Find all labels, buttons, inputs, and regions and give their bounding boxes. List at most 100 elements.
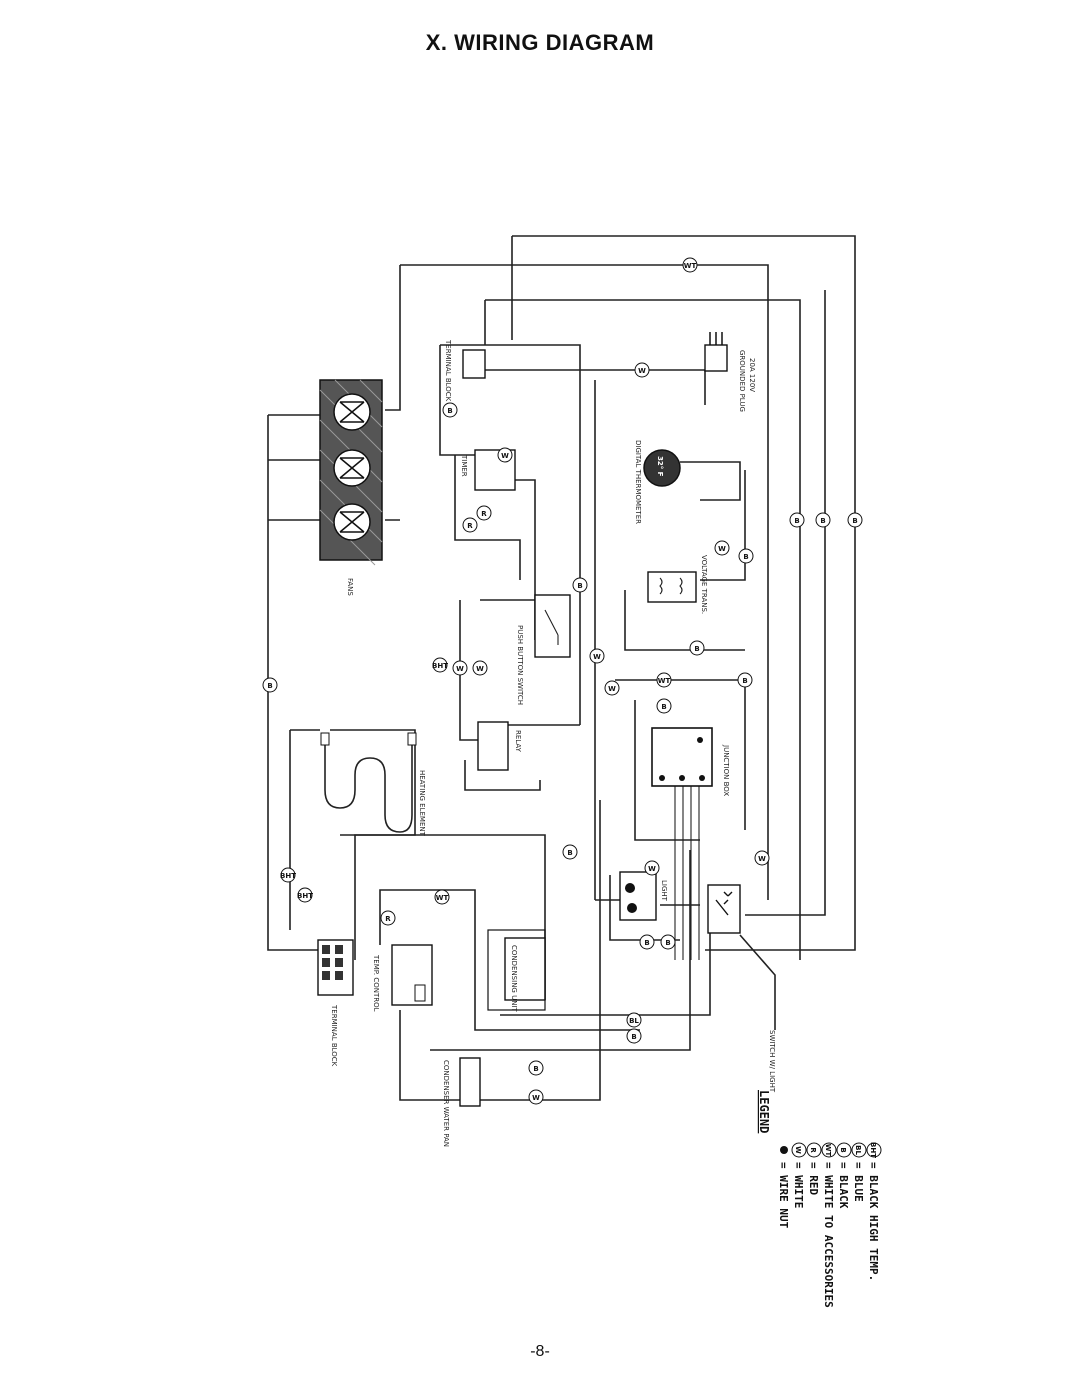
svg-text:WT: WT bbox=[436, 894, 449, 902]
page-number: -8- bbox=[530, 1343, 550, 1360]
wire-trans bbox=[624, 470, 746, 651]
svg-text:B: B bbox=[694, 645, 699, 653]
terminal-block-top bbox=[462, 349, 486, 379]
svg-text:WT: WT bbox=[658, 677, 671, 685]
svg-text:BL: BL bbox=[629, 1017, 639, 1025]
fan-icon bbox=[333, 449, 371, 487]
svg-text:B: B bbox=[533, 1065, 538, 1073]
svg-text:R: R bbox=[385, 915, 391, 923]
wire-tag: B bbox=[572, 577, 588, 593]
wire-tag: W bbox=[714, 540, 730, 556]
wire-tag: R bbox=[462, 517, 478, 533]
push-button-switch bbox=[534, 594, 571, 658]
grounded-plug-label: GROUNDED PLUG bbox=[738, 350, 746, 412]
wire-tag: B bbox=[737, 672, 753, 688]
svg-text:BHT: BHT bbox=[869, 1142, 877, 1158]
wire-tag: BL bbox=[626, 1012, 642, 1028]
voltage-transformer bbox=[647, 571, 697, 603]
wire-tag: W bbox=[604, 680, 620, 696]
voltage-trans-label: VOLTAGE TRANS. bbox=[700, 555, 708, 614]
legend-item: B = BLACK bbox=[836, 1142, 852, 1209]
legend-item: R = RED bbox=[806, 1142, 822, 1195]
heating-element bbox=[324, 740, 413, 833]
wire-thermometer bbox=[680, 461, 741, 501]
wire-tag: B bbox=[789, 512, 805, 528]
svg-text:B: B bbox=[852, 517, 857, 525]
wire-tag: B bbox=[689, 640, 705, 656]
wire-light bbox=[609, 875, 700, 941]
wire-tag: B bbox=[262, 677, 278, 693]
terminal-block-top-label: TERMINAL BLOCK bbox=[444, 339, 452, 402]
svg-text:W: W bbox=[758, 855, 766, 863]
temp-control-label: TEMP. CONTROL bbox=[372, 954, 380, 1012]
svg-text:W: W bbox=[532, 1094, 540, 1102]
svg-text:W: W bbox=[648, 865, 656, 873]
wire-tag: B bbox=[626, 1028, 642, 1044]
fans-label: FANS bbox=[346, 578, 354, 596]
wire-tag: B bbox=[656, 698, 672, 714]
svg-text:B: B bbox=[794, 517, 799, 525]
wire-tag: W bbox=[472, 660, 488, 676]
svg-text:BL: BL bbox=[854, 1145, 862, 1155]
svg-text:W: W bbox=[718, 545, 726, 553]
svg-text:W: W bbox=[476, 665, 484, 673]
wire-tag: B bbox=[660, 934, 676, 950]
svg-text:B: B bbox=[267, 682, 272, 690]
svg-text:B: B bbox=[577, 582, 582, 590]
svg-text:W: W bbox=[501, 452, 509, 460]
condenser-water-pan bbox=[459, 1057, 481, 1107]
svg-text:B: B bbox=[567, 849, 572, 857]
outer-wire-4 bbox=[399, 236, 513, 345]
light-label: LIGHT bbox=[660, 880, 668, 902]
legend: LEGEND = WIRE NUT W = WHITE R = RED WT =… bbox=[757, 1090, 882, 1308]
wire-tag: B bbox=[639, 934, 655, 950]
switch-light-label: SWITCH W/ LIGHT bbox=[768, 1030, 776, 1093]
legend-item: WT = WHITE TO ACCESSORIES bbox=[821, 1142, 837, 1308]
svg-text:B: B bbox=[644, 939, 649, 947]
outer-wire-3 bbox=[485, 299, 801, 960]
fans-assembly bbox=[319, 379, 383, 566]
legend-item: = WIRE NUT bbox=[777, 1146, 790, 1229]
wire-bottom-2 bbox=[379, 889, 640, 1031]
outer-wire-1 bbox=[512, 235, 856, 951]
digital-thermometer bbox=[643, 449, 681, 487]
wire-tag: W bbox=[754, 850, 770, 866]
svg-text:= BLACK HIGH TEMP.: = BLACK HIGH TEMP. bbox=[867, 1162, 880, 1281]
svg-text:B: B bbox=[743, 553, 748, 561]
thermometer-reading: 32° F bbox=[656, 456, 664, 477]
terminal-block-bottom bbox=[317, 939, 354, 996]
wire-tags: WT W B W R R B B B W B B B W BHT W W B W… bbox=[262, 257, 863, 1105]
svg-text:= WHITE: = WHITE bbox=[792, 1162, 805, 1208]
wire-tag: B bbox=[528, 1060, 544, 1076]
wire-tag: W bbox=[644, 860, 660, 876]
svg-text:WT: WT bbox=[824, 1144, 832, 1157]
svg-text:W: W bbox=[794, 1146, 802, 1154]
terminal-block-bottom-label: TERMINAL BLOCK bbox=[330, 1004, 338, 1067]
svg-text:W: W bbox=[593, 653, 601, 661]
junction-box-label: JUNCTION BOX bbox=[722, 744, 730, 796]
svg-text:= WHITE TO ACCESSORIES: = WHITE TO ACCESSORIES bbox=[822, 1162, 835, 1308]
wire-junction-bundle bbox=[674, 780, 700, 960]
wire-relay bbox=[464, 724, 580, 791]
wire-w-plug bbox=[470, 369, 706, 405]
legend-item: BHT = BLACK HIGH TEMP. bbox=[866, 1142, 882, 1281]
fan-icon bbox=[333, 393, 371, 431]
condensing-unit bbox=[504, 937, 546, 1001]
temp-control-box bbox=[391, 944, 433, 1006]
wire-tag: B bbox=[847, 512, 863, 528]
wire-bottom-4 bbox=[430, 850, 691, 1051]
svg-text:B: B bbox=[447, 407, 452, 415]
condensing-unit-label: CONDENSING UNIT bbox=[510, 945, 518, 1013]
wire-switch-light bbox=[739, 934, 776, 1030]
wire-bottom-1 bbox=[354, 834, 546, 1000]
switch-light-icon bbox=[707, 884, 741, 934]
svg-text:BHT: BHT bbox=[297, 892, 313, 900]
wire-tag: R bbox=[380, 910, 396, 926]
relay-label: RELAY bbox=[514, 730, 522, 753]
wire-fans-top bbox=[268, 414, 320, 521]
legend-item: BL = BLUE bbox=[851, 1142, 867, 1202]
svg-text:R: R bbox=[809, 1147, 817, 1153]
wire-left-b bbox=[267, 415, 318, 951]
wire-r-right bbox=[745, 290, 826, 916]
